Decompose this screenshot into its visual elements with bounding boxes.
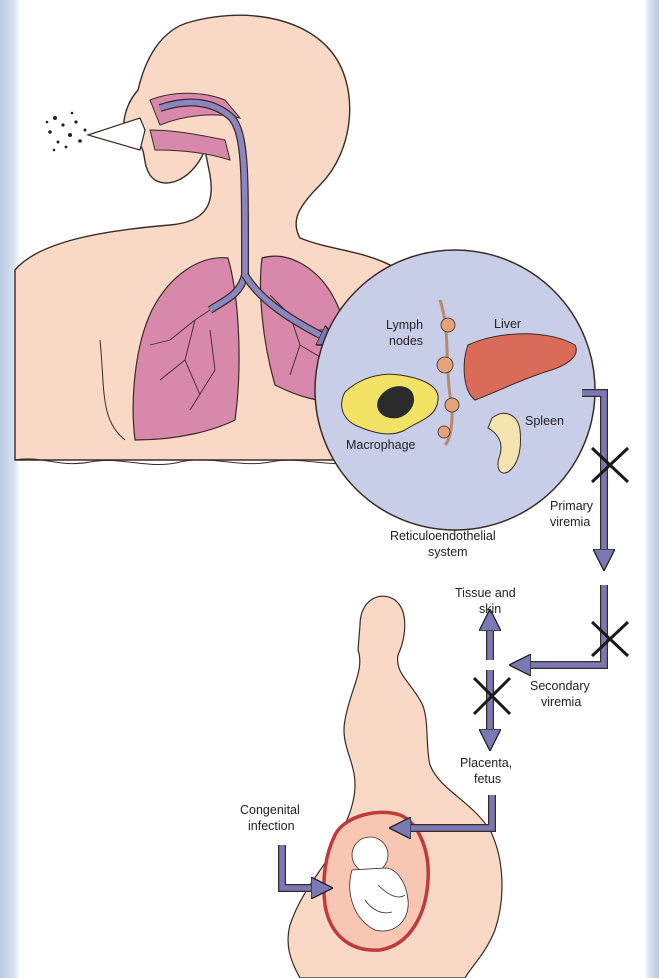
reticuloendothelial-system-inset <box>315 250 595 530</box>
label-tissue-skin-2: skin <box>479 602 501 616</box>
label-res-1: Reticuloendothelial <box>390 529 496 543</box>
label-placenta-2: fetus <box>474 772 501 786</box>
label-primary-viremia-1: Primary <box>550 499 594 513</box>
label-lymph-nodes-1: Lymph <box>386 318 423 332</box>
label-placenta-1: Placenta, <box>460 756 512 770</box>
label-primary-viremia-2: viremia <box>550 515 590 529</box>
pregnant-figure <box>288 596 502 978</box>
label-congenital-2: infection <box>248 819 295 833</box>
label-secondary-viremia-2: viremia <box>541 695 581 709</box>
block-mark-primary <box>592 448 628 482</box>
label-lymph-nodes-2: nodes <box>389 334 423 348</box>
entry-funnel <box>88 118 145 150</box>
label-tissue-skin-1: Tissue and <box>455 586 516 600</box>
label-congenital-1: Congenital <box>240 803 300 817</box>
virus-particles <box>46 112 87 152</box>
label-spleen: Spleen <box>525 414 564 428</box>
label-liver: Liver <box>494 317 521 331</box>
label-secondary-viremia-1: Secondary <box>530 679 591 693</box>
label-res-2: system <box>428 545 468 559</box>
label-macrophage: Macrophage <box>346 438 416 452</box>
block-mark-secondary <box>592 622 628 656</box>
